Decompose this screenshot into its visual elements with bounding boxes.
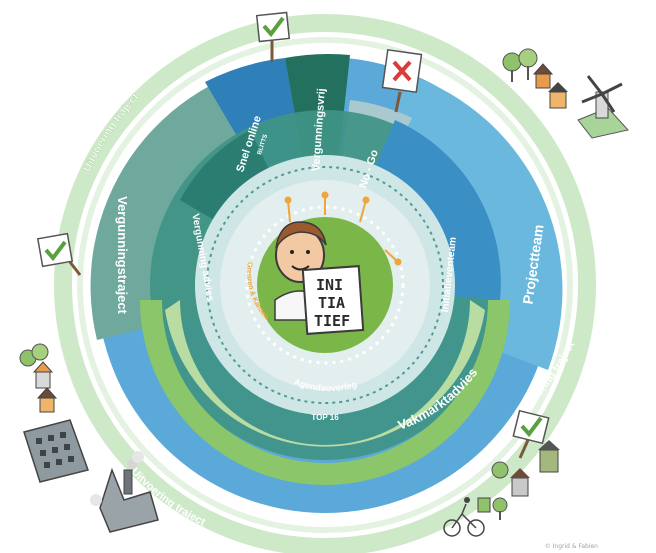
sign-line-1: INI <box>316 276 343 294</box>
cross-sign-icon <box>381 48 423 113</box>
credit-text: © Ingrid & Fabien <box>545 543 598 550</box>
check-sign-icon <box>512 409 550 459</box>
check-sign-icon <box>255 11 291 62</box>
arrow-icons <box>284 191 402 266</box>
label-vergunningsvrij: Vergunningsvrij <box>310 88 328 172</box>
dotted-ring-inner <box>245 205 405 365</box>
check-sign-icon <box>36 232 82 276</box>
houses-icon <box>19 343 58 413</box>
person-with-sign-icon: INI TIA TIEF <box>274 221 365 335</box>
factory-icon <box>90 451 159 533</box>
label-vergunningstraject: Vergunningstraject <box>115 196 130 314</box>
tree-icon <box>492 497 508 520</box>
dotted-ring-outer <box>206 166 444 404</box>
houses-icon <box>502 48 568 109</box>
cyclist-icon <box>443 497 491 537</box>
windmill-icon <box>577 75 629 139</box>
sign-line-3: TIEF <box>314 312 350 330</box>
houses-icon <box>491 440 560 497</box>
sign-line-2: TIA <box>318 294 345 312</box>
label-top16: TOP 16 <box>311 413 339 422</box>
building-icon <box>23 419 89 483</box>
band-vakmarktadvies <box>140 300 510 485</box>
outer-ring <box>54 14 596 553</box>
